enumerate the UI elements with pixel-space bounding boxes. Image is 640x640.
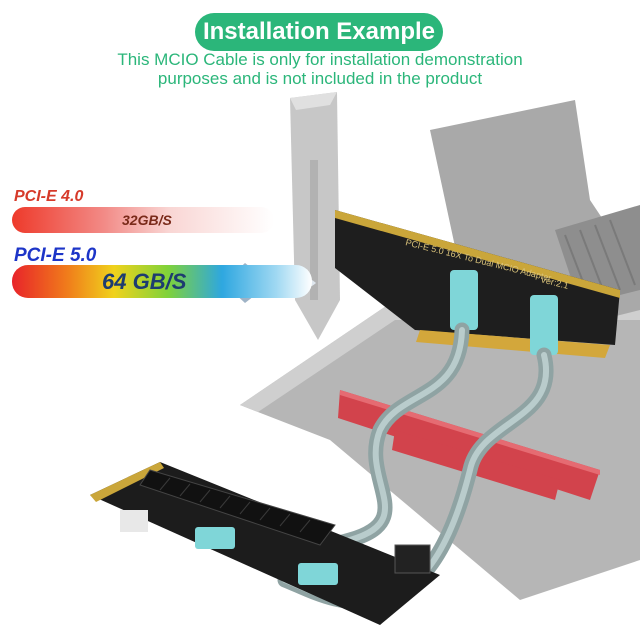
title-banner: Installation Example xyxy=(195,13,443,51)
pcie4-speed-bar xyxy=(12,207,274,233)
page-title: Installation Example xyxy=(202,18,436,45)
subtitle-line-1: This MCIO Cable is only for installation… xyxy=(117,50,523,69)
pcie5-speed-value: 64 GB/S xyxy=(102,269,187,294)
riser-mcio-connector-1 xyxy=(195,527,235,549)
riser-board xyxy=(90,462,440,625)
riser-mcio-connector-2 xyxy=(298,563,338,585)
pcie5-speed-bar xyxy=(12,265,312,298)
card-mcio-connector-2 xyxy=(530,295,558,355)
riser-pcie-slot xyxy=(139,469,336,546)
riser-power-connector xyxy=(120,510,148,532)
subtitle: This MCIO Cable is only for installation… xyxy=(0,50,640,88)
subtitle-line-2: purposes and is not included in the prod… xyxy=(157,69,483,88)
pcie4-label: PCI-E 4.0 xyxy=(14,188,84,205)
pcie5-label: PCI-E 5.0 xyxy=(14,245,97,266)
riser-connector-block xyxy=(394,544,431,574)
card-mcio-connector-1 xyxy=(450,270,478,330)
pcie4-speed-value: 32GB/S xyxy=(122,212,172,228)
